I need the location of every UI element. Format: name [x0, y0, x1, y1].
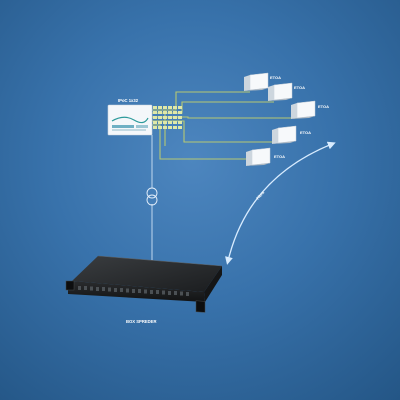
splitter-connector-grid	[153, 106, 182, 129]
terminal-3: ETOA	[291, 100, 329, 119]
box-label: BOX SPREDER	[126, 319, 156, 324]
terminal-5: ETOA	[246, 147, 285, 166]
terminal-label-3: ETOA	[318, 104, 329, 109]
distribution-box: BOX SPREDER	[65, 255, 223, 324]
port-row	[78, 286, 189, 296]
terminal-2: ETOA	[268, 82, 305, 101]
fiber-link-5	[152, 124, 250, 160]
terminal-1: ETOA	[244, 72, 281, 91]
terminal-label-5: ETOA	[274, 154, 285, 159]
coil-icon	[146, 187, 158, 199]
fiber-links	[152, 91, 297, 160]
feeder-link	[146, 135, 158, 262]
link-label: Fibra	[255, 189, 266, 200]
fiber-link-4	[152, 120, 278, 143]
terminal-label-1: ETOA	[270, 75, 281, 80]
splitter-label: IPoC 1x32	[118, 98, 139, 103]
fiber-link-1	[152, 91, 250, 111]
link-arrow: Fibra	[225, 141, 336, 265]
terminal-label-4: ETOA	[300, 130, 311, 135]
terminal-label-2: ETOA	[294, 85, 305, 90]
terminal-4: ETOA	[272, 125, 311, 144]
splitter-device: IPoC 1x32	[107, 98, 153, 136]
